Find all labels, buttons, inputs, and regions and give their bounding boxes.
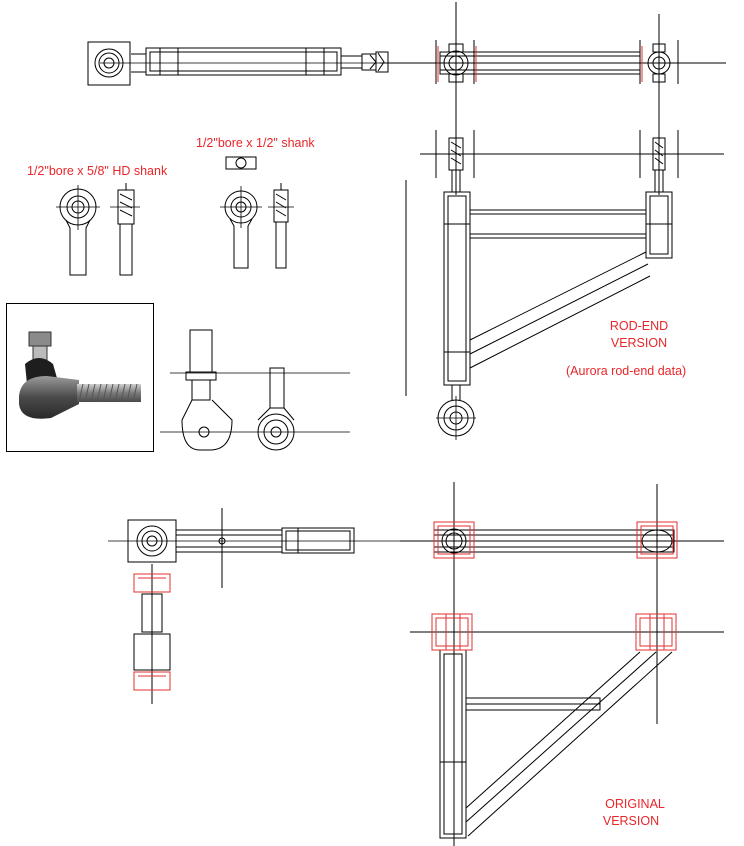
ball-joint-side-views xyxy=(160,330,350,450)
top-view-highlights xyxy=(438,46,642,82)
rod-end-top-view xyxy=(380,2,726,195)
label-original-version-1: ORIGINAL xyxy=(605,797,665,811)
label-std-shank: 1/2"bore x 1/2" shank xyxy=(196,136,315,150)
label-aurora-data: (Aurora rod-end data) xyxy=(566,364,687,378)
original-rod-highlights xyxy=(134,574,170,690)
label-rod-end-version-2: VERSION xyxy=(610,336,668,350)
original-rod-assembly xyxy=(108,508,440,704)
ball-joint-photo xyxy=(6,303,154,452)
label-original-version-2: VERSION xyxy=(602,814,660,828)
original-arm-highlights xyxy=(432,522,677,650)
rod-end-std-detail xyxy=(220,157,294,268)
label-rod-end-version-1: ROD-END xyxy=(609,319,669,333)
ball-joint-photo-icon xyxy=(19,304,141,419)
original-a-arm xyxy=(400,482,724,846)
label-hd-shank: 1/2"bore x 5/8" HD shank xyxy=(27,164,168,178)
rod-end-a-arm xyxy=(420,130,724,440)
top-rod-assembly xyxy=(88,42,400,85)
rod-end-hd-detail xyxy=(56,183,140,275)
